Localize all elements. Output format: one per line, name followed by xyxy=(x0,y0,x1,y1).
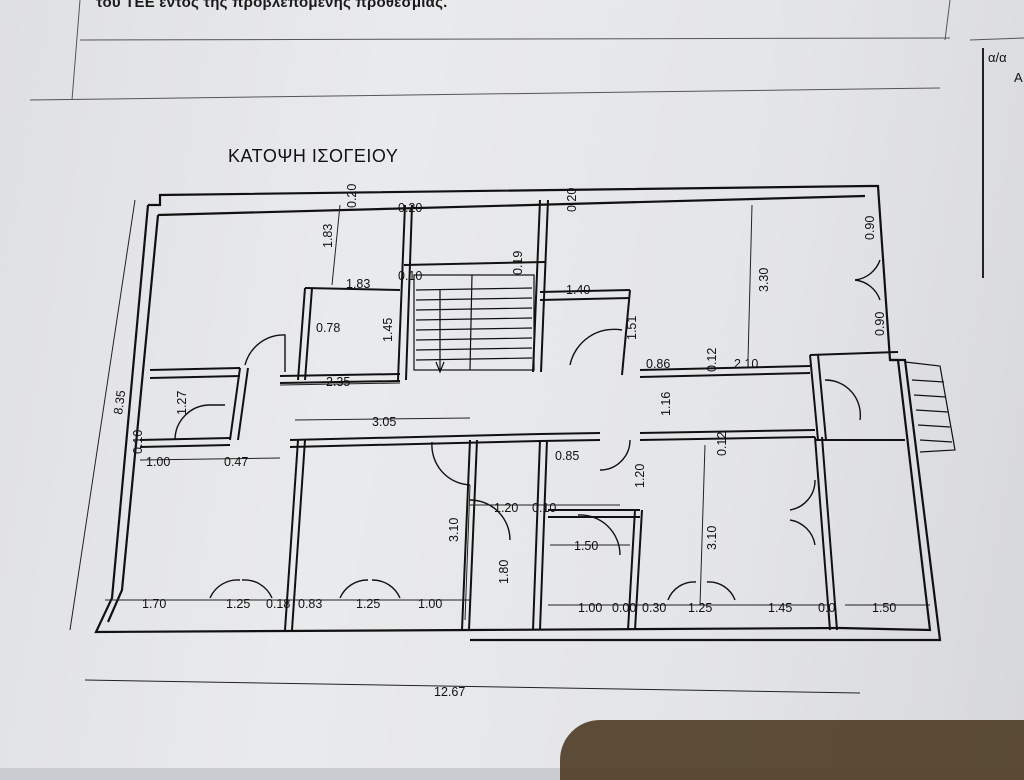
dim-label: 0.12 xyxy=(705,348,719,372)
dim-label: 0.19 xyxy=(511,251,525,275)
dim-label: 0.12 xyxy=(715,432,729,456)
dim-label: 2.35 xyxy=(326,375,350,389)
outer-walls xyxy=(94,184,942,642)
dim-label: 0.20 xyxy=(565,188,579,212)
dim-label: 0.20 xyxy=(398,201,422,215)
dim-label: 0.78 xyxy=(316,321,340,335)
dim-label: 0.0 xyxy=(818,601,835,615)
dim-label: 1.51 xyxy=(625,316,639,340)
dim-label: 0.00 xyxy=(612,601,636,615)
dim-label: 1.16 xyxy=(659,392,673,416)
dim-label: 0.90 xyxy=(863,216,877,240)
plan-title: ΚΑΤΟΨΗ ΙΣΟΓΕΙΟΥ xyxy=(228,146,399,166)
dim-label: 0.20 xyxy=(345,184,359,208)
staircase xyxy=(413,274,535,374)
photo-shadow xyxy=(560,720,1024,780)
dim-label: 1.00 xyxy=(418,597,442,611)
dim-label: 1.00 xyxy=(146,455,170,469)
dim-label: 1.27 xyxy=(175,391,189,415)
dim-label: 0.83 xyxy=(298,597,322,611)
dim-label: 0.47 xyxy=(224,455,248,469)
dim-label: 2.10 xyxy=(734,357,758,371)
dim-label: 1.50 xyxy=(574,539,598,553)
dim-label: 0.90 xyxy=(873,312,887,336)
dim-label: 3.10 xyxy=(447,518,461,542)
dim-label: 0.85 xyxy=(555,449,579,463)
header-note: του ΤΕΕ εντος της προβλεπομενης προθεσμι… xyxy=(96,0,448,11)
door-swings xyxy=(174,259,881,601)
interior-walls xyxy=(139,199,905,631)
side-table: α/α Α xyxy=(982,48,1024,278)
dim-label: 1.00 xyxy=(578,601,602,615)
total-width-label: 12.67 xyxy=(434,685,465,699)
dim-label: 0.10 xyxy=(131,430,145,454)
dimension-labels: 0.20 0.20 0.20 1.83 1.83 0.10 0.19 0.78 … xyxy=(111,184,896,699)
dim-label: 1.45 xyxy=(381,318,395,342)
dim-label: 1.25 xyxy=(688,601,712,615)
dim-label: 3.10 xyxy=(705,526,719,550)
dim-label: 0.10 xyxy=(532,501,556,515)
dimension-lines xyxy=(69,199,930,694)
dim-label: 1.20 xyxy=(633,464,647,488)
dim-label: 1.83 xyxy=(346,277,370,291)
entrance-steps xyxy=(904,361,956,453)
dim-label: 1.70 xyxy=(142,597,166,611)
dim-label: 1.45 xyxy=(768,601,792,615)
dim-label: 1.80 xyxy=(497,560,511,584)
dim-label: 0.18 xyxy=(266,597,290,611)
dim-label: 1.83 xyxy=(321,224,335,248)
page-frame-lines xyxy=(29,0,1024,101)
dim-label: 1.25 xyxy=(356,597,380,611)
dim-label: 1.20 xyxy=(494,501,518,515)
dim-label: 1.25 xyxy=(226,597,250,611)
dim-label: 3.05 xyxy=(372,415,396,429)
dim-label: 0.86 xyxy=(646,357,670,371)
dim-label: 1.50 xyxy=(872,601,896,615)
side-table-row-a: Α xyxy=(1014,70,1023,85)
dim-label: 1.40 xyxy=(566,283,590,297)
dim-label: 0.30 xyxy=(642,601,666,615)
dim-label: 0.10 xyxy=(398,269,422,283)
side-table-header: α/α xyxy=(988,50,1007,65)
dim-label: 3.30 xyxy=(757,268,771,292)
dim-label: 8.35 xyxy=(111,389,128,415)
